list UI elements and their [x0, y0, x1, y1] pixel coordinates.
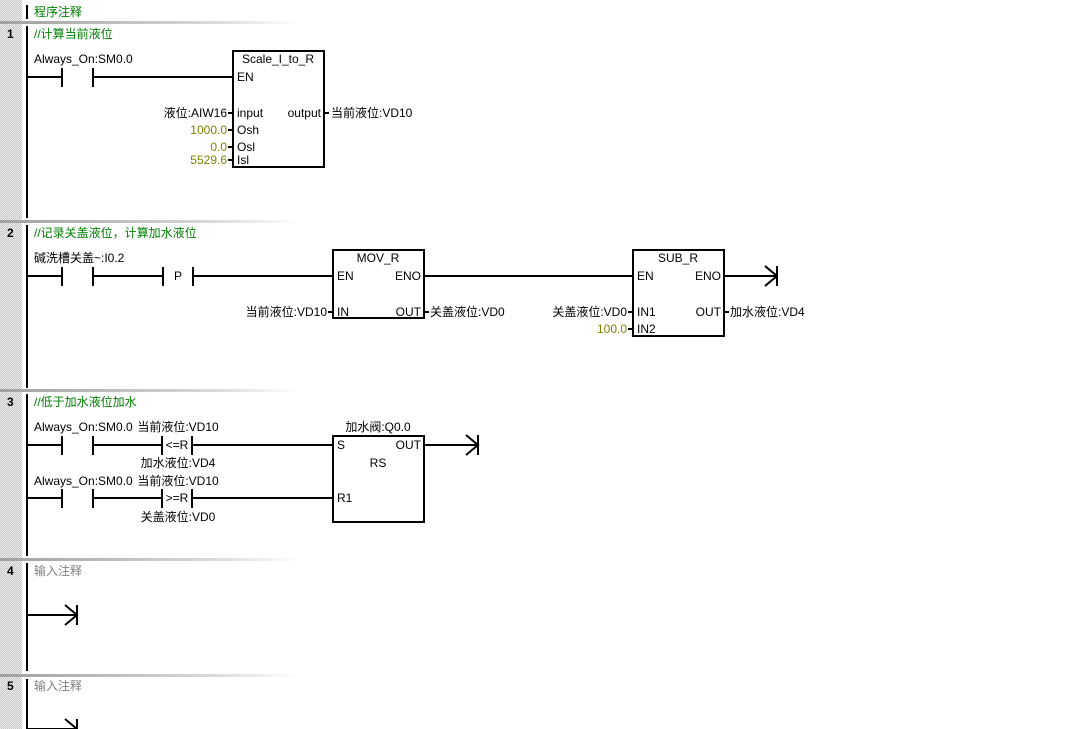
operand-out[interactable]: 关盖液位:VD0: [430, 304, 505, 319]
network-number: 2: [7, 226, 14, 240]
rung-1-wires[interactable]: [27, 436, 333, 455]
network-number: 5: [7, 679, 14, 693]
pin-eno: ENO: [395, 269, 421, 283]
network-comment[interactable]: //低于加水液位加水: [34, 394, 137, 409]
rs-operand[interactable]: 加水阀:Q0.0: [345, 420, 411, 434]
contact-wires[interactable]: [27, 267, 333, 286]
operand-input[interactable]: 液位:AIW16: [164, 105, 228, 120]
contact-label: 碱洗槽关盖~:I0.2: [34, 251, 125, 265]
program-comment[interactable]: 程序注释: [34, 4, 82, 19]
normally-open-contact[interactable]: [27, 68, 233, 87]
pin-r1: R1: [337, 491, 353, 505]
sub-wires: [628, 265, 779, 330]
network-4[interactable]: 4 输入注释: [7, 563, 82, 671]
rs-block[interactable]: [332, 435, 425, 523]
operand-in1[interactable]: 关盖液位:VD0: [552, 304, 627, 319]
pin-en: EN: [237, 70, 254, 84]
operand-in2[interactable]: 100.0: [597, 322, 627, 336]
operand-in[interactable]: 当前液位:VD10: [246, 304, 328, 319]
block-title: MOV_R: [357, 251, 400, 265]
mov-r-block[interactable]: [332, 249, 425, 319]
scale-block[interactable]: [232, 50, 325, 168]
pin-out: OUT: [696, 305, 722, 319]
network-separator: [0, 674, 300, 677]
compare-le-contact[interactable]: <=R: [166, 438, 189, 452]
network-5[interactable]: 5 输入注释: [7, 678, 82, 729]
operand-output[interactable]: 当前液位:VD10: [331, 105, 413, 120]
network-separator: [0, 389, 300, 392]
pin-osh: Osh: [237, 123, 259, 137]
operand-isl[interactable]: 5529.6: [190, 153, 227, 167]
pin-isl: Isl: [237, 153, 249, 167]
empty-rung-arrow-icon: [27, 604, 79, 626]
network-number: 3: [7, 395, 14, 409]
network-comment[interactable]: //计算当前液位: [34, 26, 113, 41]
rung-2-wires[interactable]: [27, 489, 333, 508]
network-2[interactable]: 2 //记录关盖液位，计算加水液位 碱洗槽关盖~:I0.2 P MOV_R EN…: [7, 225, 805, 388]
pin-in: IN: [337, 305, 349, 319]
network-comment[interactable]: //记录关盖液位，计算加水液位: [34, 225, 197, 240]
power-rail: [26, 26, 28, 218]
positive-transition-contact[interactable]: P: [174, 269, 182, 283]
network-1[interactable]: 1 //计算当前液位 Always_On:SM0.0 Scale_I_to_R …: [7, 26, 413, 218]
network-separator: [0, 558, 300, 561]
pin-output: output: [288, 106, 322, 120]
network-number: 1: [7, 27, 14, 41]
power-rail: [26, 563, 28, 671]
power-rail: [26, 225, 28, 388]
compare-top-operand[interactable]: 当前液位:VD10: [137, 473, 219, 488]
operand-osl[interactable]: 0.0: [210, 140, 227, 154]
pin-input: input: [237, 106, 264, 120]
power-rail: [26, 394, 28, 556]
compare-top-operand[interactable]: 当前液位:VD10: [137, 419, 219, 434]
compare-bottom-operand[interactable]: 关盖液位:VD0: [141, 509, 216, 524]
block-title: Scale_I_to_R: [242, 52, 314, 66]
pin-s: S: [337, 438, 345, 452]
operand-out[interactable]: 加水液位:VD4: [730, 304, 805, 319]
pin-en: EN: [637, 269, 654, 283]
header-rail: [26, 5, 28, 19]
sub-r-block[interactable]: [632, 249, 725, 337]
network-gutter: [0, 0, 22, 729]
pin-eno: ENO: [695, 269, 721, 283]
network-3[interactable]: 3 //低于加水液位加水 Always_On:SM0.0 当前液位:VD10 加…: [7, 394, 480, 556]
pin-osl: Osl: [237, 140, 255, 154]
pin-out: OUT: [396, 438, 422, 452]
pin-in1: IN1: [637, 305, 656, 319]
network-separator: [0, 220, 300, 223]
compare-ge-contact[interactable]: >=R: [166, 491, 189, 505]
network-separator: [0, 21, 300, 24]
compare-bottom-operand[interactable]: 加水液位:VD4: [141, 455, 216, 470]
out-arrow-icon: [424, 434, 480, 456]
contact-label: Always_On:SM0.0: [34, 420, 133, 434]
block-title: RS: [370, 456, 387, 470]
block-title: SUB_R: [658, 251, 698, 265]
pin-in2: IN2: [637, 322, 656, 336]
contact-label: Always_On:SM0.0: [34, 474, 133, 488]
network-comment[interactable]: 输入注释: [34, 678, 82, 693]
operand-osh[interactable]: 1000.0: [190, 123, 227, 137]
pin-out: OUT: [396, 305, 422, 319]
pin-en: EN: [337, 269, 354, 283]
empty-rung-arrow-icon: [27, 718, 78, 729]
network-comment[interactable]: 输入注释: [34, 563, 82, 578]
network-number: 4: [7, 564, 14, 578]
contact-label: Always_On:SM0.0: [34, 52, 133, 66]
power-rail: [26, 679, 28, 729]
